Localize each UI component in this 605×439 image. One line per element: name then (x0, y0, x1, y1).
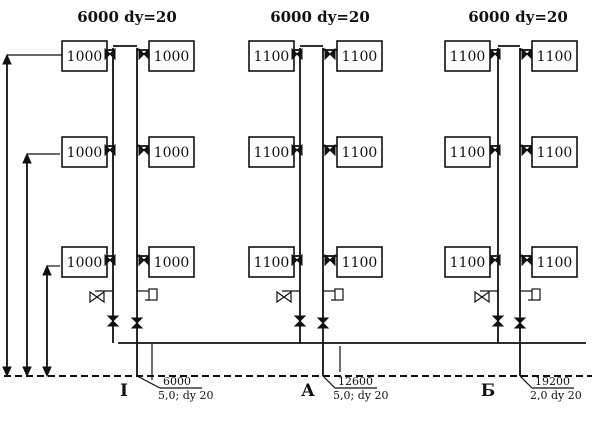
flow-annotation: 12600 (338, 375, 373, 388)
radiator-left (248, 136, 295, 168)
flag-gauge-icon (148, 288, 158, 301)
bowtie-valve-icon (521, 143, 533, 157)
bowtie-valve-icon (104, 47, 116, 61)
radiator-right (531, 246, 578, 278)
radiator-label: 1000 (154, 255, 190, 271)
bowtie-valve-icon (489, 47, 501, 61)
radiator-right (531, 136, 578, 168)
drain-valve-icon (276, 290, 286, 304)
flow-annotation: 5,0; dy 20 (158, 389, 213, 402)
radiator-right (531, 40, 578, 72)
arrow-up-icon (2, 53, 12, 65)
shutoff-valve-icon (491, 315, 505, 327)
radiator-label: 1100 (254, 145, 290, 161)
radiator-label: 1000 (154, 145, 190, 161)
bowtie-valve-icon (138, 143, 150, 157)
drain-valve-icon (480, 290, 490, 304)
radiator-label: 1100 (342, 145, 378, 161)
bowtie-valve-icon (324, 253, 336, 267)
drain-valve-icon (282, 290, 292, 304)
radiator-right (336, 246, 383, 278)
shutoff-valve-icon (513, 317, 527, 329)
shutoff-valve-icon (130, 317, 144, 329)
radiator-label: 1100 (537, 49, 573, 65)
bowtie-valve-icon (489, 143, 501, 157)
drain-valve-icon (95, 290, 105, 304)
group-title: 6000 dy=20 (270, 8, 370, 26)
radiator-right (148, 40, 195, 72)
flag-gauge-icon (531, 288, 541, 301)
bowtie-valve-icon (324, 47, 336, 61)
radiator-right (148, 246, 195, 278)
annotation-leader (519, 375, 533, 389)
arrow-up-icon (22, 152, 32, 164)
bowtie-valve-icon (138, 253, 150, 267)
radiator-left (444, 246, 491, 278)
radiator-label: 1100 (450, 145, 486, 161)
radiator-label: 1000 (67, 49, 103, 65)
radiator-label: 1000 (154, 49, 190, 65)
radiator-label: 1000 (67, 145, 103, 161)
bowtie-valve-icon (291, 47, 303, 61)
flow-annotation: 19200 (535, 375, 570, 388)
drain-valve-icon (89, 290, 99, 304)
shutoff-valve-icon (106, 315, 120, 327)
radiator-right (336, 40, 383, 72)
flow-annotation: 2,0 dy 20 (530, 389, 582, 402)
flag-gauge-icon (334, 288, 344, 301)
radiator-label: 1100 (342, 49, 378, 65)
radiator-label: 1000 (67, 255, 103, 271)
riser-id: A (300, 381, 315, 401)
riser-id: Б (481, 381, 496, 401)
radiator-label: 1100 (450, 49, 486, 65)
flow-annotation: 6000 (163, 375, 191, 388)
radiator-label: 1100 (254, 49, 290, 65)
radiator-label: 1100 (450, 255, 486, 271)
radiator-label: 1100 (537, 145, 573, 161)
radiator-label: 1100 (342, 255, 378, 271)
drain-valve-icon (474, 290, 484, 304)
flow-annotation: 5,0; dy 20 (333, 389, 388, 402)
arrow-down-icon (22, 366, 32, 378)
shutoff-valve-icon (316, 317, 330, 329)
bowtie-valve-icon (324, 143, 336, 157)
bowtie-valve-icon (104, 143, 116, 157)
bowtie-valve-icon (138, 47, 150, 61)
bowtie-valve-icon (104, 253, 116, 267)
riser-id: I (120, 381, 128, 401)
group-title: 6000 dy=20 (468, 8, 568, 26)
arrow-down-icon (2, 366, 12, 378)
arrow-down-icon (42, 366, 52, 378)
radiator-label: 1100 (537, 255, 573, 271)
bowtie-valve-icon (521, 253, 533, 267)
radiator-left (444, 136, 491, 168)
group-title: 6000 dy=20 (77, 8, 177, 26)
shutoff-valve-icon (293, 315, 307, 327)
arrow-up-icon (42, 264, 52, 276)
annotation-leader (136, 375, 161, 389)
bowtie-valve-icon (521, 47, 533, 61)
bowtie-valve-icon (291, 253, 303, 267)
bowtie-valve-icon (489, 253, 501, 267)
radiator-left (61, 136, 108, 168)
radiator-right (336, 136, 383, 168)
radiator-left (248, 40, 295, 72)
bowtie-valve-icon (291, 143, 303, 157)
annotation-leader (322, 375, 336, 389)
radiator-label: 1100 (254, 255, 290, 271)
